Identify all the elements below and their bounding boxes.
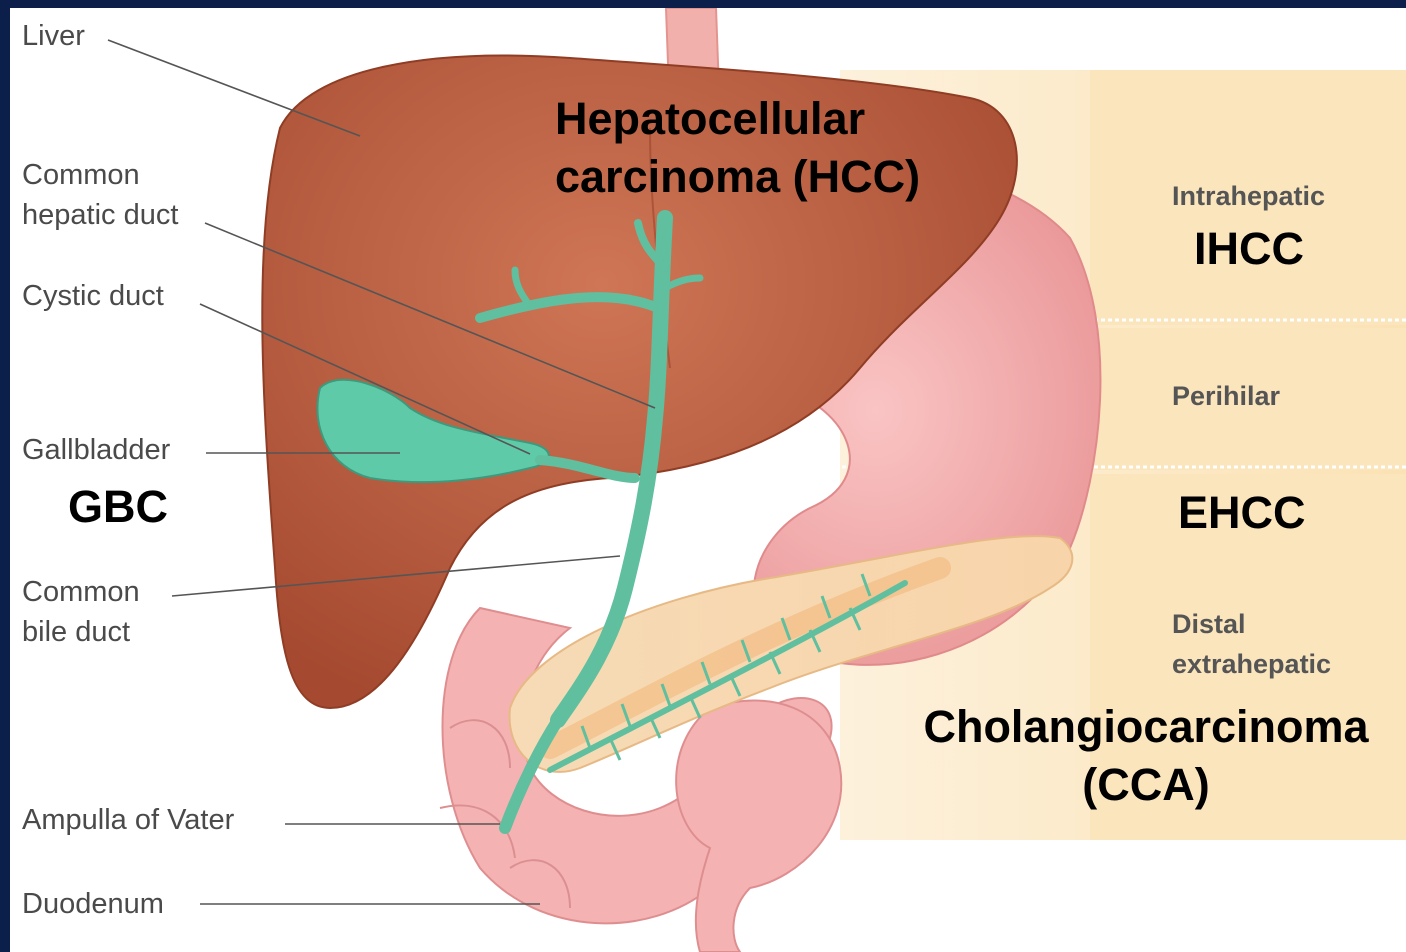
liver-label: Liver: [22, 16, 85, 56]
ehcc-label: EHCC: [1178, 484, 1306, 542]
diagram-frame: Liver Common hepatic duct Cystic duct Ga…: [10, 8, 1406, 952]
jejunum: [676, 701, 841, 952]
cca-label-line2: (CCA): [896, 756, 1396, 814]
gbc-label: GBC: [68, 478, 168, 536]
common-bile-duct-label-line1: Common: [22, 572, 140, 612]
gallbladder-label: Gallbladder: [22, 430, 170, 470]
duodenum-label: Duodenum: [22, 884, 164, 924]
hcc-label-line1: Hepatocellular: [555, 90, 865, 148]
ampulla-label: Ampulla of Vater: [22, 800, 234, 840]
distal-label-line2: extrahepatic: [1172, 644, 1331, 684]
ihcc-label: IHCC: [1194, 220, 1304, 278]
perihilar-label: Perihilar: [1172, 376, 1280, 416]
cca-label-line1: Cholangiocarcinoma: [896, 698, 1396, 756]
cystic-duct-label: Cystic duct: [22, 276, 164, 316]
intrahepatic-label: Intrahepatic: [1172, 176, 1325, 216]
hcc-label-line2: carcinoma (HCC): [555, 148, 920, 206]
common-hepatic-duct-label-line1: Common: [22, 155, 140, 195]
common-hepatic-duct-label-line2: hepatic duct: [22, 195, 178, 235]
distal-label-line1: Distal: [1172, 604, 1246, 644]
common-bile-duct-label-line2: bile duct: [22, 612, 130, 652]
